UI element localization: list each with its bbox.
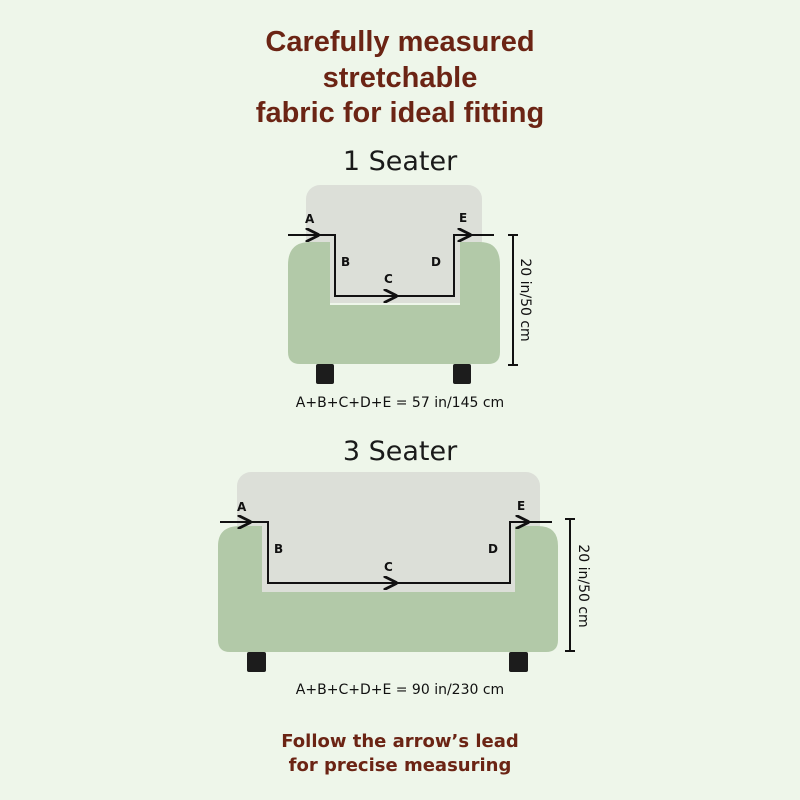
three-seater-formula: A+B+C+D+E = 90 in/230 cm xyxy=(295,682,505,698)
footer-line-2: for precise measuring xyxy=(288,755,512,776)
one-seater-measure-path xyxy=(288,235,494,296)
three-seater-title: 3 Seater xyxy=(342,436,458,467)
headline-line-2: stretchable xyxy=(322,62,478,94)
one-seater-formula: A+B+C+D+E = 57 in/145 cm xyxy=(295,395,505,411)
three-seater-left-leg xyxy=(247,652,266,672)
three-seater-label-e: E xyxy=(517,499,525,513)
one-seater-body xyxy=(288,242,500,364)
one-seater-segment-d-e xyxy=(396,235,470,297)
three-seater-backrest xyxy=(237,472,540,592)
three-seater-height-bracket xyxy=(565,518,575,652)
footer-line-1: Follow the arrow’s lead xyxy=(281,731,519,752)
one-seater-title: 1 Seater xyxy=(342,146,458,177)
one-seater-label-b: B xyxy=(341,255,350,269)
one-seater-label-a: A xyxy=(305,212,315,226)
three-seater-label-c: C xyxy=(384,560,393,574)
one-seater-right-leg xyxy=(453,364,471,384)
three-seater-right-leg xyxy=(509,652,528,672)
three-seater-segment-d-e xyxy=(396,522,528,584)
one-seater-height-label: 20 in/50 cm xyxy=(517,258,533,341)
one-seater-left-leg xyxy=(316,364,334,384)
three-seater-label-b: B xyxy=(274,542,283,556)
one-seater-sofa-illustration xyxy=(288,185,500,384)
headline-line-3: fabric for ideal fitting xyxy=(255,97,545,129)
one-seater-backrest xyxy=(306,185,482,303)
three-seater-body xyxy=(218,526,558,652)
one-seater-height-bracket xyxy=(508,234,518,366)
three-seater-label-a: A xyxy=(237,500,247,514)
three-seater-label-d: D xyxy=(488,542,498,556)
one-seater-label-e: E xyxy=(459,211,467,225)
headline-line-1: Carefully measured xyxy=(265,26,535,58)
one-seater-label-c: C xyxy=(384,272,393,286)
three-seater-segment-b-c xyxy=(250,521,396,583)
three-seater-measure-path xyxy=(220,522,552,583)
one-seater-label-d: D xyxy=(431,255,441,269)
three-seater-sofa-illustration xyxy=(218,472,558,672)
three-seater-height-label: 20 in/50 cm xyxy=(575,544,591,627)
one-seater-segment-b-c xyxy=(318,234,396,296)
